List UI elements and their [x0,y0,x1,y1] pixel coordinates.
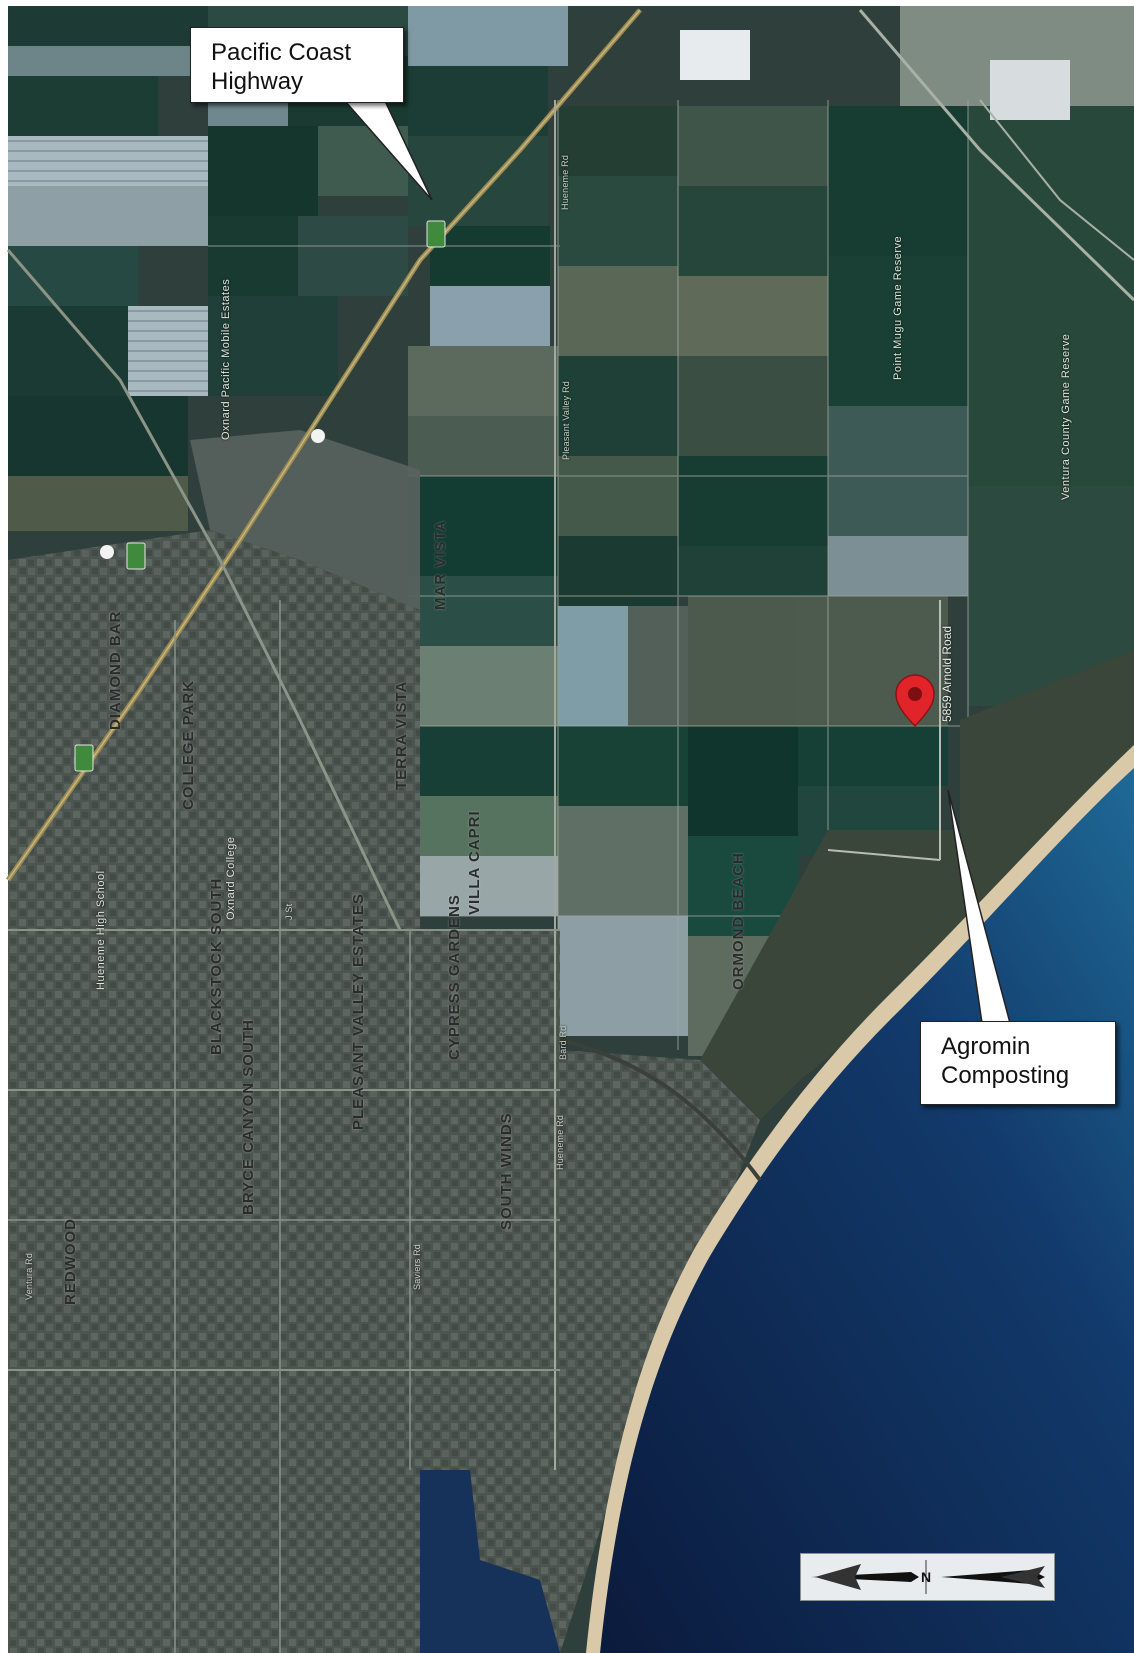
harbor [420,1470,560,1653]
label-diamond-bar: DIAMOND BAR [107,610,124,730]
callout-pacific-coast-highway: Pacific Coast Highway [190,27,404,103]
label-bard-rd: Bard Rd [558,1025,568,1060]
callout-pch-line2: Highway [211,68,304,95]
urban-area-north [190,430,420,610]
label-j-st: J St [284,903,294,920]
label-hueneme-rd: Hueneme Rd [560,154,570,210]
urban-area [8,530,760,1653]
label-ormond-beach: ORMOND BEACH [730,852,747,990]
callout-agromin-line1: Agromin [941,1033,1031,1060]
callout-pch-line1: Pacific Coast [211,39,352,66]
callout-agromin-line2: Composting [941,1062,1070,1089]
label-ventura-county-game-reserve: Ventura County Game Reserve [1060,333,1072,500]
label-address: 5859 Arnold Road [940,625,954,722]
north-arrow: N [800,1553,1055,1601]
label-south-winds: SOUTH WINDS [498,1112,515,1230]
highways [5,8,1134,1653]
label-point-mugu-game-reserve: Point Mugu Game Reserve [892,235,904,380]
label-pleasant-valley-rd: Pleasant Valley Rd [561,381,571,460]
label-hueneme-rd-south: Hueneme Rd [555,1114,565,1170]
label-redwood: REDWOOD [62,1218,79,1305]
label-ventura-rd: Ventura Rd [24,1252,34,1300]
label-pleasant-valley-estates: PLEASANT VALLEY ESTATES [350,893,367,1130]
callout-agromin-composting: Agromin Composting [920,1021,1116,1105]
coastal-dunes [700,650,1134,1120]
label-college-park: COLLEGE PARK [180,679,197,810]
highway-shield-icon [74,220,446,772]
label-saviers-rd: Saviers Rd [412,1243,422,1290]
label-blackstock-south: BLACKSTOCK SOUTH [208,877,225,1055]
label-cypress-gardens: CYPRESS GARDENS [446,894,463,1060]
north-letter: N [921,1569,931,1585]
label-terra-vista: TERRA VISTA [393,680,410,790]
label-oxnard-college: Oxnard College [225,836,237,920]
label-villa-capri: VILLA CAPRI [466,810,483,915]
location-pin-icon [895,674,935,728]
label-hueneme-high-school: Hueneme High School [95,870,107,990]
label-oxnard-pacific-mobile-estates: Oxnard Pacific Mobile Estates [220,278,232,440]
field-roads [208,100,969,1050]
north-arrow-icon: N [811,1560,1045,1594]
label-bryce-canyon-south: BRYCE CANYON SOUTH [240,1019,257,1215]
label-mar-vista: MAR VISTA [432,519,449,610]
